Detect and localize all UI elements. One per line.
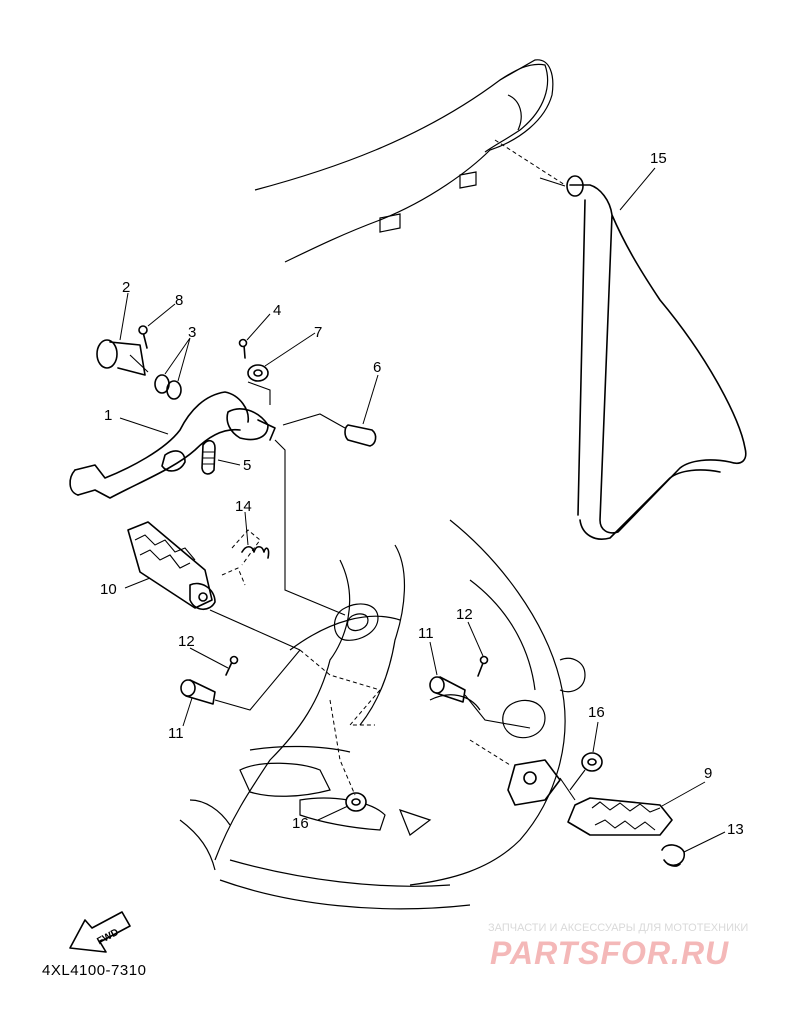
callout-3: 3 — [188, 324, 196, 341]
fwd-arrow-icon: FWD — [69, 911, 131, 953]
callout-16-left: 16 — [292, 815, 309, 832]
diagram-code: 4XL4100-7310 — [42, 962, 147, 979]
callout-16-right: 16 — [588, 704, 605, 721]
main-frame-outline — [179, 519, 586, 910]
cotter-pin-4[interactable] — [238, 338, 248, 359]
bolt-11-left[interactable] — [180, 679, 216, 705]
return-spring-14[interactable] — [241, 545, 270, 559]
watermark-tagline: ЗАПЧАСТИ И АКСЕССУАРЫ ДЛЯ МОТОТЕХНИКИ — [488, 922, 749, 934]
washer-16-left[interactable] — [345, 792, 367, 812]
side-stand[interactable] — [494, 139, 747, 540]
callout-12-right: 12 — [456, 606, 473, 623]
bolt-11-right[interactable] — [429, 676, 466, 703]
callout-10: 10 — [100, 581, 117, 598]
callout-8: 8 — [175, 292, 183, 309]
callout-9: 9 — [704, 765, 712, 782]
shift-pedal-bolt[interactable] — [96, 339, 149, 376]
callout-11-right: 11 — [418, 625, 434, 642]
pedal-tip-5[interactable] — [201, 439, 216, 475]
callout-7: 7 — [314, 324, 322, 341]
washer-16-right[interactable] — [581, 752, 603, 772]
pin-12-left[interactable] — [225, 655, 239, 676]
callout-11-left: 11 — [168, 725, 184, 742]
callout-6: 6 — [373, 359, 381, 376]
callout-leaders — [119, 167, 726, 853]
callout-1: 1 — [104, 407, 112, 424]
callout-12-left: 12 — [178, 633, 195, 650]
clip-13[interactable] — [661, 844, 686, 867]
cotter-pin-8[interactable] — [138, 325, 148, 349]
o-rings[interactable] — [154, 374, 182, 400]
callout-4: 4 — [273, 302, 281, 319]
callout-2: 2 — [122, 279, 130, 296]
shift-pedal[interactable] — [69, 391, 276, 499]
callout-13: 13 — [727, 821, 744, 838]
callout-15: 15 — [650, 150, 667, 167]
washer-7[interactable] — [247, 364, 269, 382]
assembly-lines — [209, 381, 586, 801]
shift-pin-6[interactable] — [344, 424, 377, 447]
footrest-bracket-right — [507, 759, 561, 806]
footrest-right-9[interactable] — [567, 797, 673, 836]
footrest-left-10[interactable] — [127, 521, 216, 611]
fwd-label: FWD — [95, 927, 120, 947]
seat-frame-outline — [254, 59, 554, 263]
pin-12-right[interactable] — [477, 655, 489, 677]
watermark-logo: PARTSFOR.RU — [490, 935, 730, 971]
callout-5: 5 — [243, 457, 251, 474]
callout-14: 14 — [235, 498, 252, 515]
